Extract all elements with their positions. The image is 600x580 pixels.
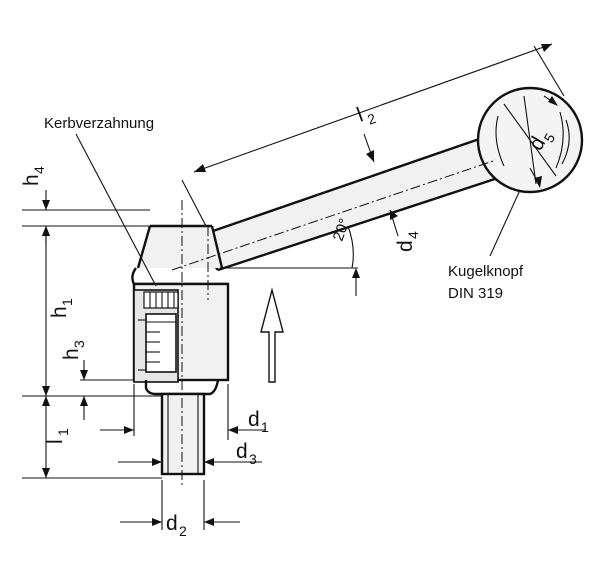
svg-text:2: 2 bbox=[365, 110, 378, 128]
l2-label: l 2 bbox=[354, 103, 378, 128]
hub-housing bbox=[131, 224, 230, 396]
svg-text:4: 4 bbox=[405, 231, 421, 239]
svg-text:1: 1 bbox=[261, 419, 269, 435]
angle-label: 20° bbox=[330, 216, 354, 243]
threaded-stud bbox=[160, 392, 206, 476]
svg-text:3: 3 bbox=[249, 451, 257, 467]
ball-knob bbox=[476, 86, 584, 194]
d4-label: d 4 bbox=[394, 231, 421, 252]
center-lines bbox=[171, 159, 497, 486]
svg-text:h: h bbox=[48, 306, 71, 318]
svg-text:l: l bbox=[44, 439, 67, 444]
h1-label: h 1 bbox=[48, 298, 75, 318]
lever-arm bbox=[206, 134, 505, 272]
h3-label: h 3 bbox=[60, 340, 87, 360]
d2-label: d 2 bbox=[166, 512, 187, 539]
svg-text:4: 4 bbox=[31, 166, 47, 174]
knob-label-line2: DIN 319 bbox=[448, 285, 503, 302]
svg-text:h: h bbox=[60, 348, 83, 360]
serration-label: Kerbverzahnung bbox=[44, 115, 154, 132]
svg-text:l: l bbox=[354, 103, 366, 126]
dimension-lines bbox=[22, 43, 565, 530]
svg-text:d: d bbox=[394, 240, 417, 252]
svg-text:d: d bbox=[248, 408, 260, 431]
l1-label: l 1 bbox=[44, 428, 71, 444]
svg-text:1: 1 bbox=[55, 428, 71, 436]
svg-text:h: h bbox=[20, 174, 43, 186]
svg-text:3: 3 bbox=[71, 340, 87, 348]
force-arrow bbox=[260, 287, 284, 383]
leader-lines bbox=[75, 133, 521, 287]
svg-text:d: d bbox=[236, 440, 248, 463]
svg-text:d: d bbox=[166, 512, 178, 535]
d3-label: d 3 bbox=[236, 440, 257, 467]
svg-text:1: 1 bbox=[59, 298, 75, 306]
svg-text:2: 2 bbox=[179, 523, 187, 539]
knob-label-line1: Kugelknopf bbox=[448, 263, 524, 280]
d1-label: d 1 bbox=[248, 408, 269, 435]
h4-label: h 4 bbox=[20, 166, 47, 186]
